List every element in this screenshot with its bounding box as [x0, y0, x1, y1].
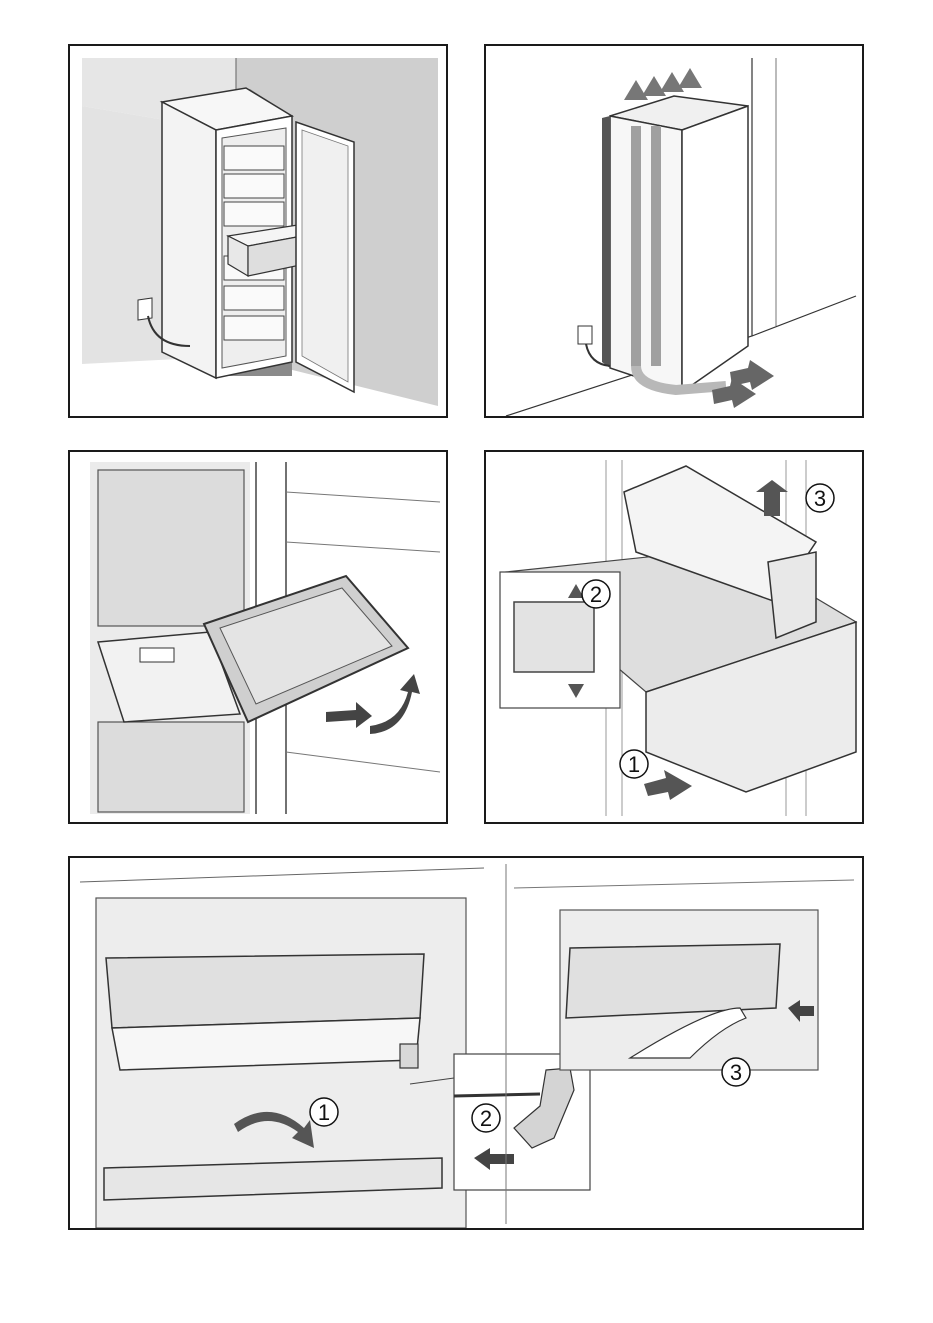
- illustration-freezer-open: [68, 44, 448, 418]
- drawer-removal-drawing: [70, 452, 448, 824]
- illustration-drawer-removal: [68, 450, 448, 824]
- freezer-open-drawing: [70, 46, 448, 418]
- illustration-airflow: [484, 44, 864, 418]
- illustration-flap-removal: 1 2 3: [68, 856, 864, 1230]
- p5-step-3-label: 3: [730, 1060, 742, 1085]
- airflow-drawing: [486, 46, 864, 418]
- basket-removal-drawing: 2 3 1: [486, 452, 864, 824]
- p5-step-1-label: 1: [318, 1100, 330, 1125]
- flap-removal-drawing: 1 2 3: [70, 858, 864, 1230]
- p4-step-2-label: 2: [590, 582, 602, 607]
- p4-step-3-label: 3: [814, 486, 826, 511]
- p4-step-1-label: 1: [628, 752, 640, 777]
- p5-step-2-label: 2: [480, 1106, 492, 1131]
- illustration-basket-removal: 2 3 1: [484, 450, 864, 824]
